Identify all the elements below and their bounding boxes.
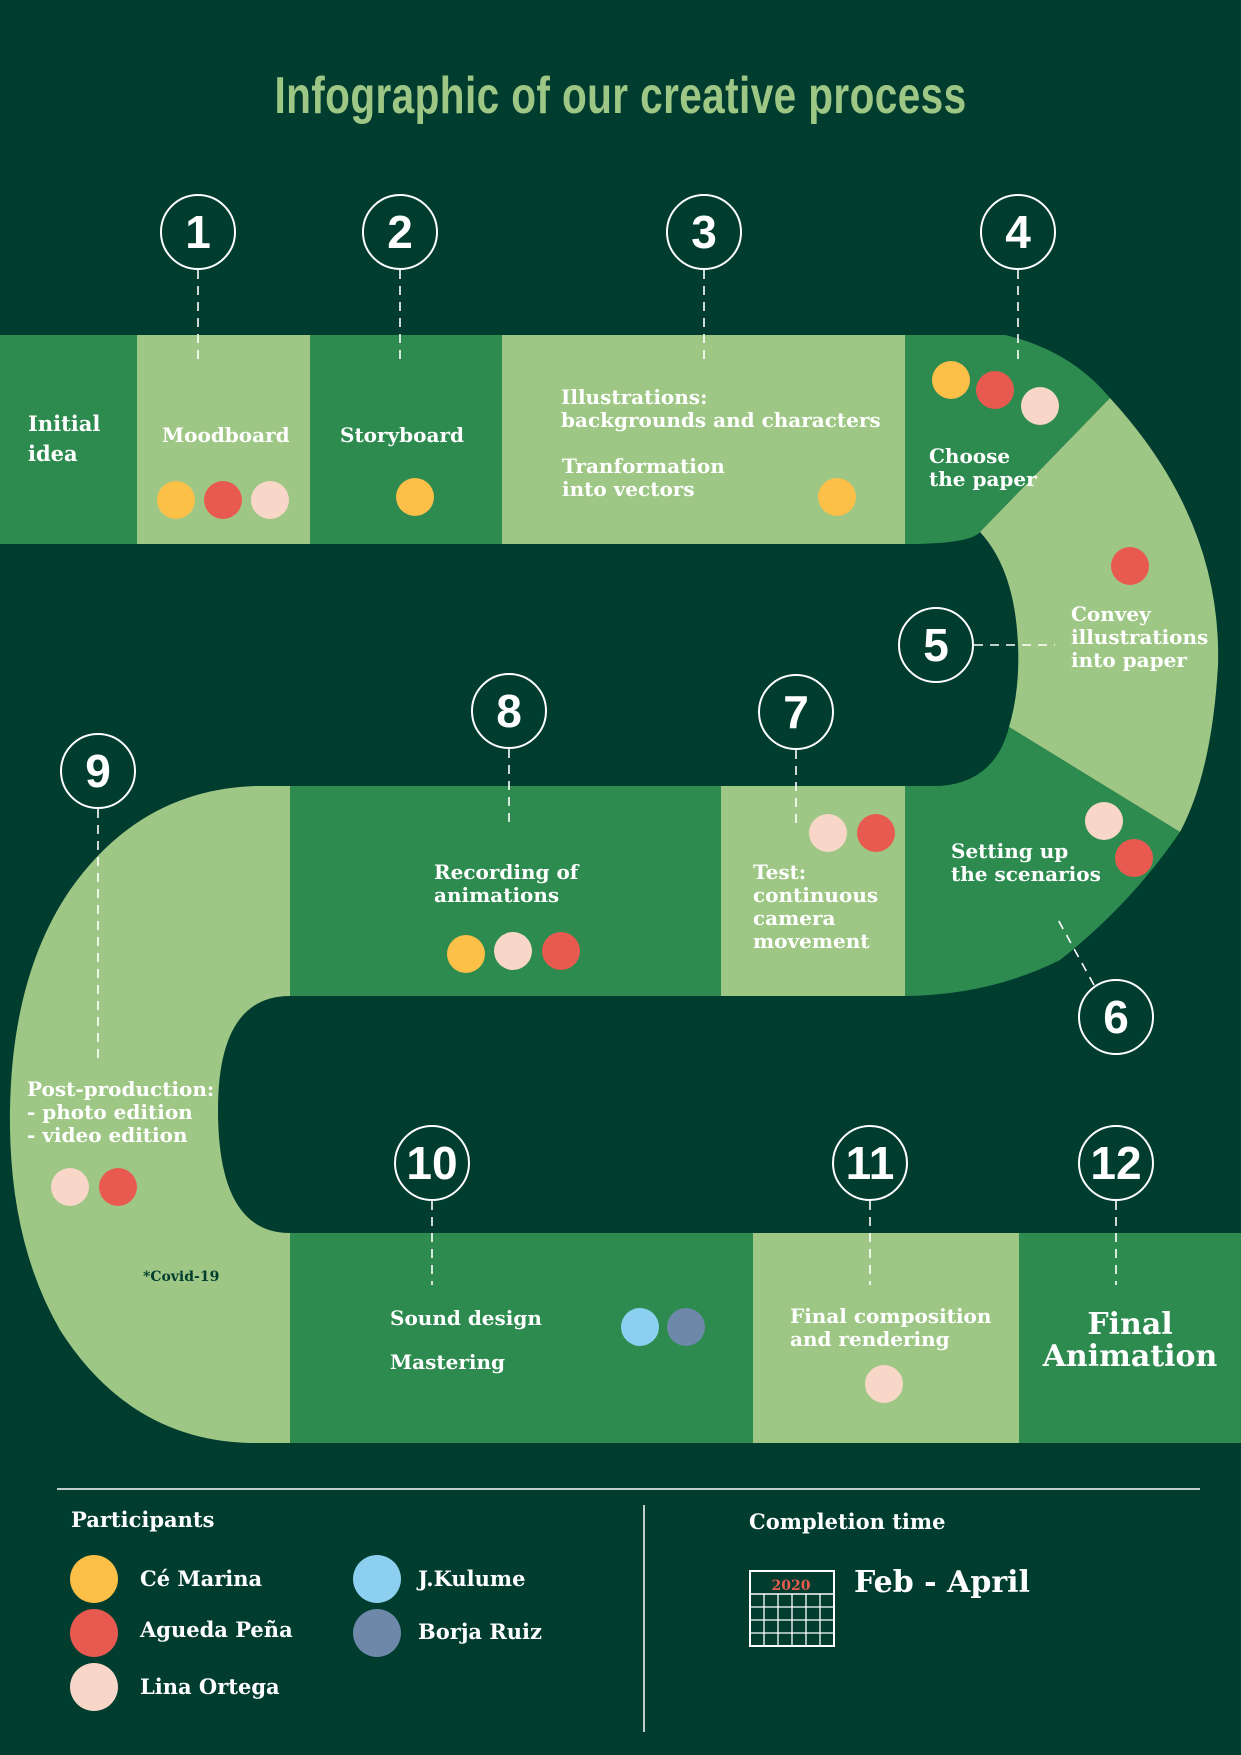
dot-scenarios-agueda-pena xyxy=(1115,839,1153,877)
dot-recording-agueda-pena xyxy=(542,932,580,970)
legend-name-lina-ortega: Lina Ortega xyxy=(140,1674,280,1699)
dot-test-lina-ortega xyxy=(809,814,847,852)
dot-sound-borja-ruiz xyxy=(667,1308,705,1346)
dot-moodboard-lina-ortega xyxy=(251,481,289,519)
step-number-12: 12 xyxy=(1090,1137,1141,1189)
calendar-icon: 2020 xyxy=(749,1570,835,1647)
completion-heading: Completion time xyxy=(749,1509,946,1534)
dot-illustrations-ce-marina xyxy=(818,478,856,516)
dot-composition-lina-ortega xyxy=(865,1365,903,1403)
dot-post-agueda-pena xyxy=(99,1168,137,1206)
step-number-8: 8 xyxy=(496,685,522,737)
step-number-11: 11 xyxy=(846,1137,895,1189)
legend-name-agueda-pena: Agueda Peña xyxy=(140,1617,293,1642)
label-test: Test: continuous camera movement xyxy=(753,860,879,953)
label-recording: Recording of animations xyxy=(434,860,579,907)
step-number-1: 1 xyxy=(185,206,211,258)
segment-post-production xyxy=(9,786,290,1443)
dot-storyboard-ce-marina xyxy=(396,478,434,516)
legend-name-borja-ruiz: Borja Ruiz xyxy=(418,1619,542,1644)
label-sound-design: Sound design xyxy=(390,1306,542,1330)
legend-name-ce-marina: Cé Marina xyxy=(140,1566,263,1591)
label-final-composition: Final composition and rendering xyxy=(790,1304,992,1351)
step-marker-10: 10 xyxy=(394,1125,470,1285)
step-marker-8: 8 xyxy=(471,673,547,828)
step-marker-1: 1 xyxy=(160,194,236,362)
dot-post-lina-ortega xyxy=(51,1168,89,1206)
label-choose-paper: Choose the paper xyxy=(929,444,1037,491)
segment-final-animation xyxy=(1019,1233,1241,1443)
dot-paper-lina-ortega xyxy=(1021,387,1059,425)
segment-initial-idea xyxy=(0,335,137,544)
legend-dot-lina-ortega xyxy=(70,1663,118,1711)
page-title: Infographic of our creative process xyxy=(274,67,967,125)
label-mastering: Mastering xyxy=(390,1350,505,1374)
step-number-9: 9 xyxy=(85,745,111,797)
dot-paper-ce-marina xyxy=(932,361,970,399)
step-number-4: 4 xyxy=(1005,206,1031,258)
label-scenarios: Setting up the scenarios xyxy=(951,839,1101,886)
legend-dot-j-kulume xyxy=(353,1555,401,1603)
label-moodboard: Moodboard xyxy=(162,423,290,447)
label-storyboard: Storyboard xyxy=(340,423,464,447)
label-illustrations: Illustrations: backgrounds and character… xyxy=(561,385,881,432)
dot-moodboard-agueda-pena xyxy=(204,481,242,519)
completion-value: Feb - April xyxy=(854,1565,1030,1600)
participants-heading: Participants xyxy=(71,1507,215,1532)
dot-scenarios-lina-ortega xyxy=(1085,802,1123,840)
segment-scenarios xyxy=(905,727,1180,996)
legend-dot-agueda-pena xyxy=(70,1609,118,1657)
step-marker-5: 5 xyxy=(898,607,1055,683)
step-marker-12: 12 xyxy=(1078,1125,1154,1285)
step-number-6: 6 xyxy=(1103,991,1129,1043)
legend-dot-borja-ruiz xyxy=(353,1609,401,1657)
dot-recording-lina-ortega xyxy=(494,932,532,970)
step-number-10: 10 xyxy=(406,1137,457,1189)
dot-recording-ce-marina xyxy=(447,935,485,973)
step-marker-11: 11 xyxy=(832,1125,908,1285)
label-final-animation: Final Animation xyxy=(1042,1307,1218,1374)
dot-sound-j-kulume xyxy=(621,1308,659,1346)
step-number-2: 2 xyxy=(387,206,413,258)
covid-note: *Covid-19 xyxy=(143,1269,220,1285)
dot-paper-agueda-pena xyxy=(976,371,1014,409)
dot-moodboard-ce-marina xyxy=(157,481,195,519)
step-number-7: 7 xyxy=(783,686,809,738)
track-dots xyxy=(51,361,1153,1403)
segment-final-composition xyxy=(753,1233,1019,1443)
step-marker-3: 3 xyxy=(666,194,742,362)
legend-name-j-kulume: J.Kulume xyxy=(418,1566,526,1591)
dot-convey-agueda-pena xyxy=(1111,547,1149,585)
legend-dot-ce-marina xyxy=(70,1555,118,1603)
label-initial-idea: Initial idea xyxy=(28,411,101,466)
step-number-5: 5 xyxy=(923,619,949,671)
label-convey: Convey illustrations into paper xyxy=(1071,602,1209,672)
dot-test-agueda-pena xyxy=(857,814,895,852)
label-vectors: Tranformation into vectors xyxy=(562,454,725,501)
step-marker-7: 7 xyxy=(758,674,834,828)
step-marker-6: 6 xyxy=(1055,915,1154,1055)
step-marker-4: 4 xyxy=(980,194,1056,362)
step-marker-9: 9 xyxy=(60,733,136,1060)
segment-convey xyxy=(980,398,1219,832)
step-marker-2: 2 xyxy=(362,194,438,362)
label-post-production: Post-production: - photo edition - video… xyxy=(27,1077,215,1147)
calendar-year: 2020 xyxy=(772,1578,811,1594)
step-number-3: 3 xyxy=(691,206,717,258)
